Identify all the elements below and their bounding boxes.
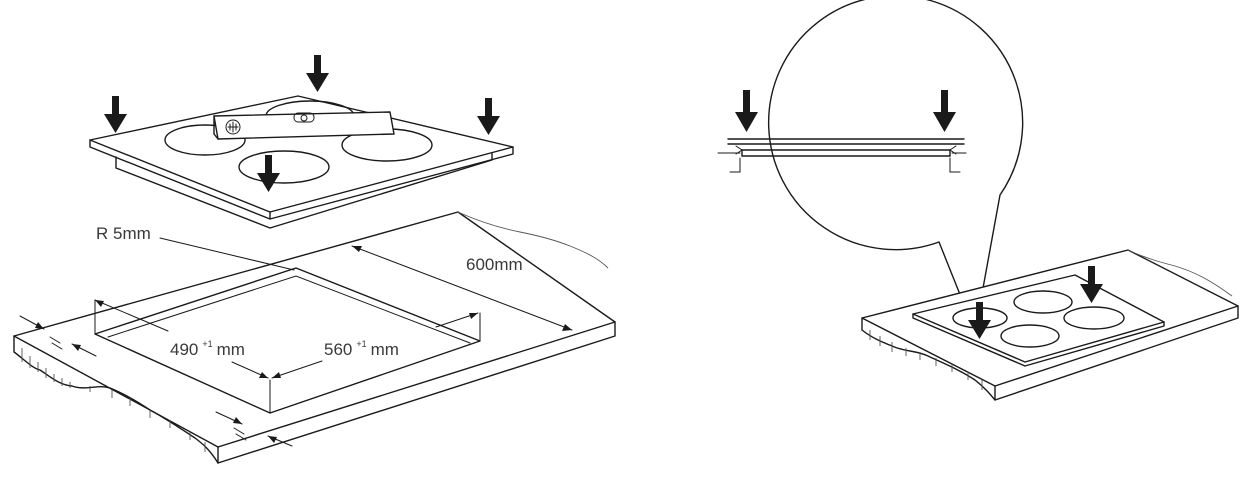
cutout-depth-unit: mm [217, 340, 245, 359]
arrow-down-icon [104, 96, 127, 133]
cutout-width-unit: mm [371, 340, 399, 359]
arrow-down-icon [933, 90, 956, 132]
arrow-down-icon [257, 155, 280, 192]
cutout-depth-value: 490 [170, 340, 198, 359]
depth-label: 600mm [466, 255, 523, 274]
arrow-down-icon [306, 55, 329, 92]
worktop-left [13, 211, 616, 464]
cutout-width-value: 560 [324, 340, 352, 359]
hob-installed-right [912, 274, 1165, 367]
dimension-lines [19, 237, 573, 447]
cutout-width-tolerance: +1 [356, 339, 366, 349]
arrow-down-icon [477, 98, 500, 135]
cutout-depth-tolerance: +1 [202, 339, 212, 349]
cutout-left [94, 267, 481, 414]
arrow-down-icon [1080, 266, 1103, 303]
cutout-width-label: 560 +1 mm [324, 334, 399, 359]
arrow-down-icon [735, 90, 758, 132]
radius-label: R 5mm [96, 224, 151, 243]
magnifier-callout-icon [717, 0, 1024, 333]
cutout-depth-label: 490 +1 mm [170, 334, 245, 359]
spirit-level-icon [213, 111, 395, 140]
arrow-down-icon [968, 302, 991, 339]
